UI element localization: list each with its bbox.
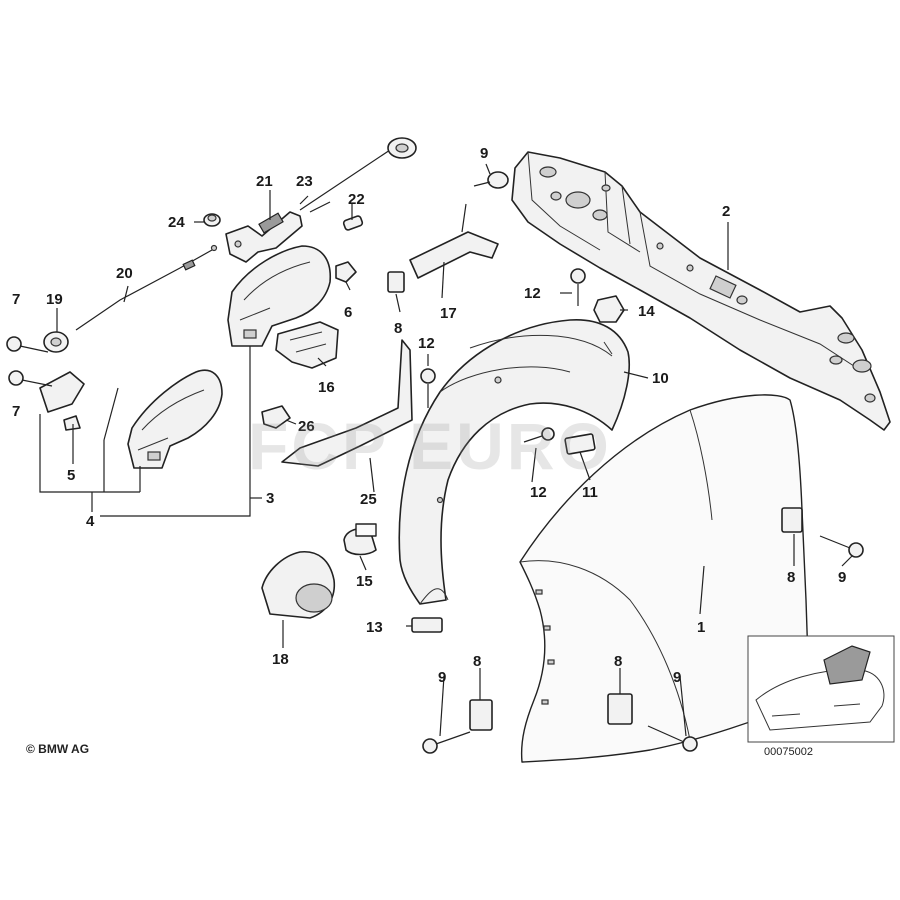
callout-9a: 9: [480, 145, 488, 162]
grommet-part-24: [203, 213, 221, 227]
clip-part-8-bottom-right: [607, 693, 633, 725]
callout-14: 14: [638, 303, 655, 320]
callout-8b: 8: [787, 569, 795, 586]
plug-part-15: [343, 523, 377, 556]
callout-12b: 12: [418, 335, 435, 352]
bolt-part-9-bottom-left: [422, 731, 471, 754]
bolt-part-9-bottom-right: [647, 725, 698, 752]
callout-26: 26: [298, 418, 315, 435]
watermark: FCP EURO: [248, 409, 612, 483]
fender-edge-clips: [535, 589, 555, 705]
callout-labels: 1 2 3 4 5 6 7 7 8 8 8 8 9 9 9 9 10 11 12…: [12, 145, 846, 686]
bolt-part-9-right: [819, 535, 864, 558]
location-inset: [747, 635, 895, 743]
bolt-part-7b: [8, 370, 53, 387]
callout-12a: 12: [524, 285, 541, 302]
callout-25: 25: [360, 491, 377, 508]
bracket-part-17: [409, 203, 499, 279]
clip-part-8-right: [781, 507, 803, 533]
callout-17: 17: [440, 305, 457, 322]
callout-11: 11: [582, 484, 598, 501]
fender-part: [519, 394, 809, 763]
callout-6: 6: [344, 304, 352, 321]
callout-8d: 8: [614, 653, 622, 670]
rear-panel-part: [511, 151, 891, 431]
callout-9c: 9: [438, 669, 446, 686]
callout-22: 22: [348, 191, 365, 208]
callout-8c: 8: [473, 653, 481, 670]
wheel-arch-liner-part: [398, 319, 631, 605]
callout-8a: 8: [394, 320, 402, 337]
bushing-part-22: [342, 215, 364, 231]
diagram-number: 00075002: [764, 746, 813, 758]
callout-9b: 9: [838, 569, 846, 586]
callout-19: 19: [46, 291, 63, 308]
brace-part-25: [281, 339, 413, 467]
filler-housing-part-18: [261, 551, 336, 619]
callout-15: 15: [356, 573, 373, 590]
callout-1: 1: [697, 619, 705, 636]
callout-2: 2: [722, 203, 730, 220]
callout-7a: 7: [12, 291, 20, 308]
callout-20: 20: [116, 265, 133, 282]
callout-24: 24: [168, 214, 185, 231]
clip-part-8-bottom-left: [469, 699, 493, 731]
callout-21: 21: [256, 173, 273, 190]
screw-part-12-low: [523, 427, 555, 443]
callout-12c: 12: [530, 484, 547, 501]
copyright-label: © BMW AG: [26, 742, 90, 756]
buffer-part-6: [335, 261, 357, 283]
callout-23: 23: [296, 173, 313, 190]
screw-part-12-top: [570, 268, 586, 306]
screw-part-12-mid: [420, 368, 436, 408]
release-cable-part: [75, 244, 218, 331]
torsion-rod-part: [103, 387, 119, 441]
lock-actuator-part: [225, 211, 303, 263]
bracket-part-16: [275, 321, 339, 369]
lower-hinge-part: [127, 369, 223, 469]
callout-4: 4: [86, 513, 95, 530]
nut-part-5: [63, 415, 81, 431]
callout-10: 10: [652, 370, 669, 387]
callout-3: 3: [266, 490, 274, 507]
nut-part-14: [593, 295, 625, 323]
striker-part: [39, 371, 85, 413]
upper-hinge-part: [227, 245, 331, 347]
callout-7b: 7: [12, 403, 20, 420]
bolt-part-9-top: [473, 171, 509, 189]
callout-5: 5: [67, 467, 75, 484]
release-rod-part: [299, 137, 417, 211]
clip-part-13: [411, 617, 443, 633]
callout-13: 13: [366, 619, 383, 636]
cable-cap-part-19: [43, 331, 69, 353]
callout-9d: 9: [673, 669, 681, 686]
leader-lines: [39, 163, 853, 737]
clip-part-26: [261, 405, 291, 429]
clip-part-8-top: [387, 271, 405, 293]
callout-16: 16: [318, 379, 335, 396]
callout-18: 18: [272, 651, 289, 668]
clip-nut-part-11: [564, 433, 596, 455]
bolt-part-7a: [6, 336, 49, 353]
